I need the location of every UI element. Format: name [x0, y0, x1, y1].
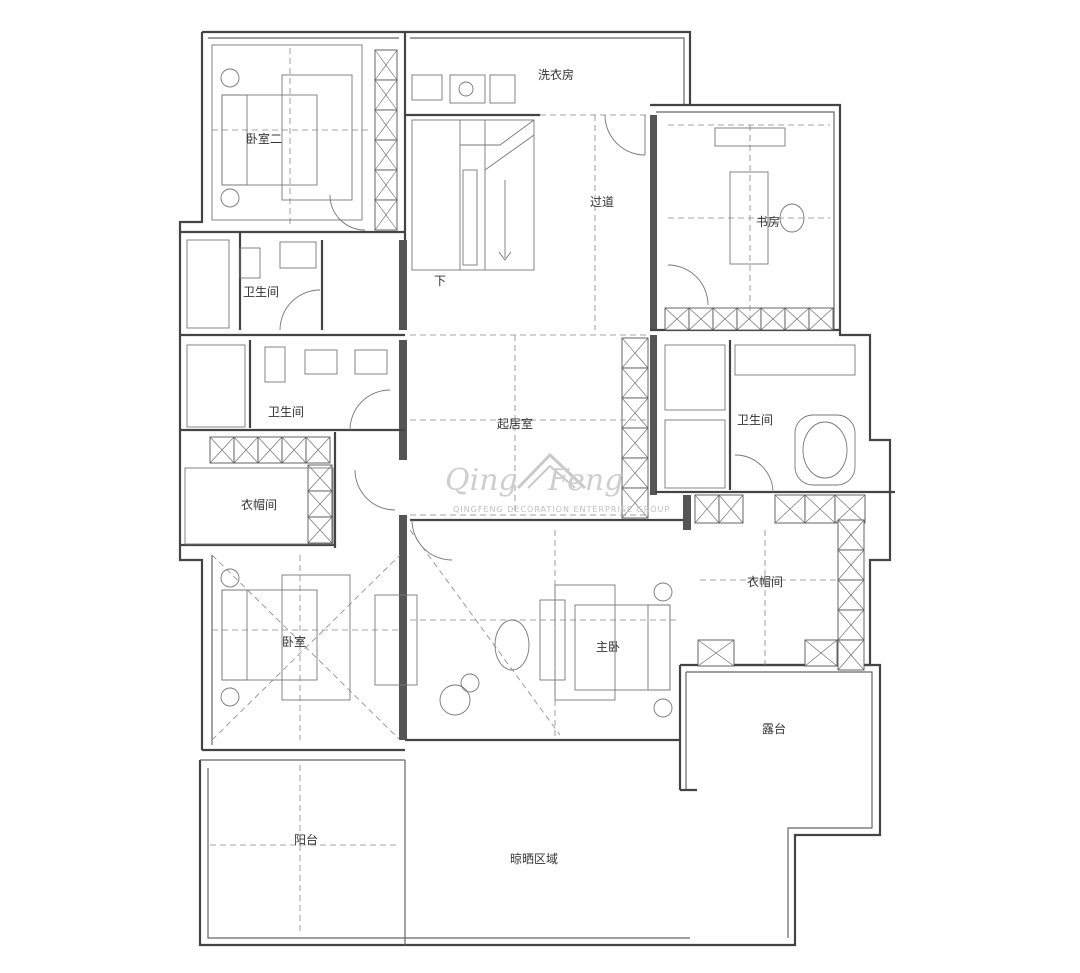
watermark-brand-right: Feng [547, 463, 623, 498]
cabinet-hatch [784, 307, 810, 331]
cabinet-hatch [281, 436, 307, 464]
label-terrace-right: 露台 [762, 721, 786, 736]
label-study: 书房 [756, 214, 780, 229]
cabinet-hatch [374, 109, 398, 141]
cabinet-hatch [257, 436, 283, 464]
room-labels: 卧室二 洗衣房 过道 书房 卫生间 卫生间 卫生间 起居室 衣帽间 衣帽间 卧室… [241, 67, 786, 866]
cabinet-hatch [736, 307, 762, 331]
cabinet-hatch [374, 79, 398, 111]
watermark: Qing Feng QINGFENG DECORATION ENTERPRISE… [445, 452, 670, 514]
cabinet-hatch [834, 494, 866, 524]
cabinet-hatch [804, 639, 838, 667]
cabinet-hatch [718, 494, 744, 524]
cabinet-hatch [697, 639, 735, 667]
label-bathroom-master: 卫生间 [737, 413, 773, 427]
cabinet-hatch [774, 494, 806, 524]
label-wardrobe-left: 衣帽间 [241, 497, 277, 512]
cabinet-hatch [307, 490, 333, 518]
label-master-bedroom: 主卧 [596, 640, 620, 654]
cabinet-hatch [621, 337, 649, 369]
cabinet-hatch [837, 639, 865, 671]
cabinet-hatch [621, 487, 649, 519]
label-stair-down: 下 [434, 274, 446, 288]
door-swings [279, 114, 774, 561]
cabinet-hatch [621, 367, 649, 399]
label-bedroom-lower: 卧室 [282, 634, 306, 649]
label-family-room: 起居室 [497, 416, 533, 431]
cabinet-hatch [760, 307, 786, 331]
cabinet-hatch [837, 519, 865, 551]
label-balcony-left: 阳台 [294, 832, 318, 847]
cabinet-hatch [837, 579, 865, 611]
cabinet-hatch [808, 307, 834, 331]
watermark-brand-left: Qing [445, 463, 518, 498]
cabinet-hatch [712, 307, 738, 331]
cabinet-hatch [694, 494, 720, 524]
cabinet-hatch [837, 609, 865, 641]
staircase [411, 119, 535, 271]
cabinet-hatch [688, 307, 714, 331]
label-corridor: 过道 [590, 195, 614, 209]
label-bathroom-a: 卫生间 [243, 285, 279, 299]
cabinet-hatch [374, 169, 398, 201]
label-sun-area: 晾晒区域 [510, 851, 558, 866]
label-wardrobe-right: 衣帽间 [747, 574, 783, 589]
cabinet-hatch [804, 494, 836, 524]
cabinet-hatch [374, 139, 398, 171]
cabinet-hatch [233, 436, 259, 464]
cabinet-hatch [374, 49, 398, 81]
furniture [184, 44, 856, 718]
cabinet-hatch [837, 549, 865, 581]
cabinet-hatch [307, 516, 333, 544]
label-bathroom-b: 卫生间 [268, 405, 304, 419]
cabinet-hatch [209, 436, 235, 464]
watermark-tagline: QINGFENG DECORATION ENTERPRISE GROUP [453, 505, 670, 514]
interior-walls [180, 113, 895, 745]
cabinet-hatch [374, 199, 398, 231]
ceiling-lines [210, 48, 840, 935]
cabinet-hatch [621, 397, 649, 429]
cabinet-hatch [621, 457, 649, 489]
cabinets [209, 49, 866, 671]
cabinet-hatch [621, 427, 649, 459]
outer-walls [178, 30, 892, 947]
cabinet-hatch [307, 464, 333, 492]
label-bedroom2: 卧室二 [246, 131, 282, 146]
label-laundry: 洗衣房 [538, 67, 574, 82]
cabinet-hatch [305, 436, 331, 464]
cabinet-hatch [664, 307, 690, 331]
